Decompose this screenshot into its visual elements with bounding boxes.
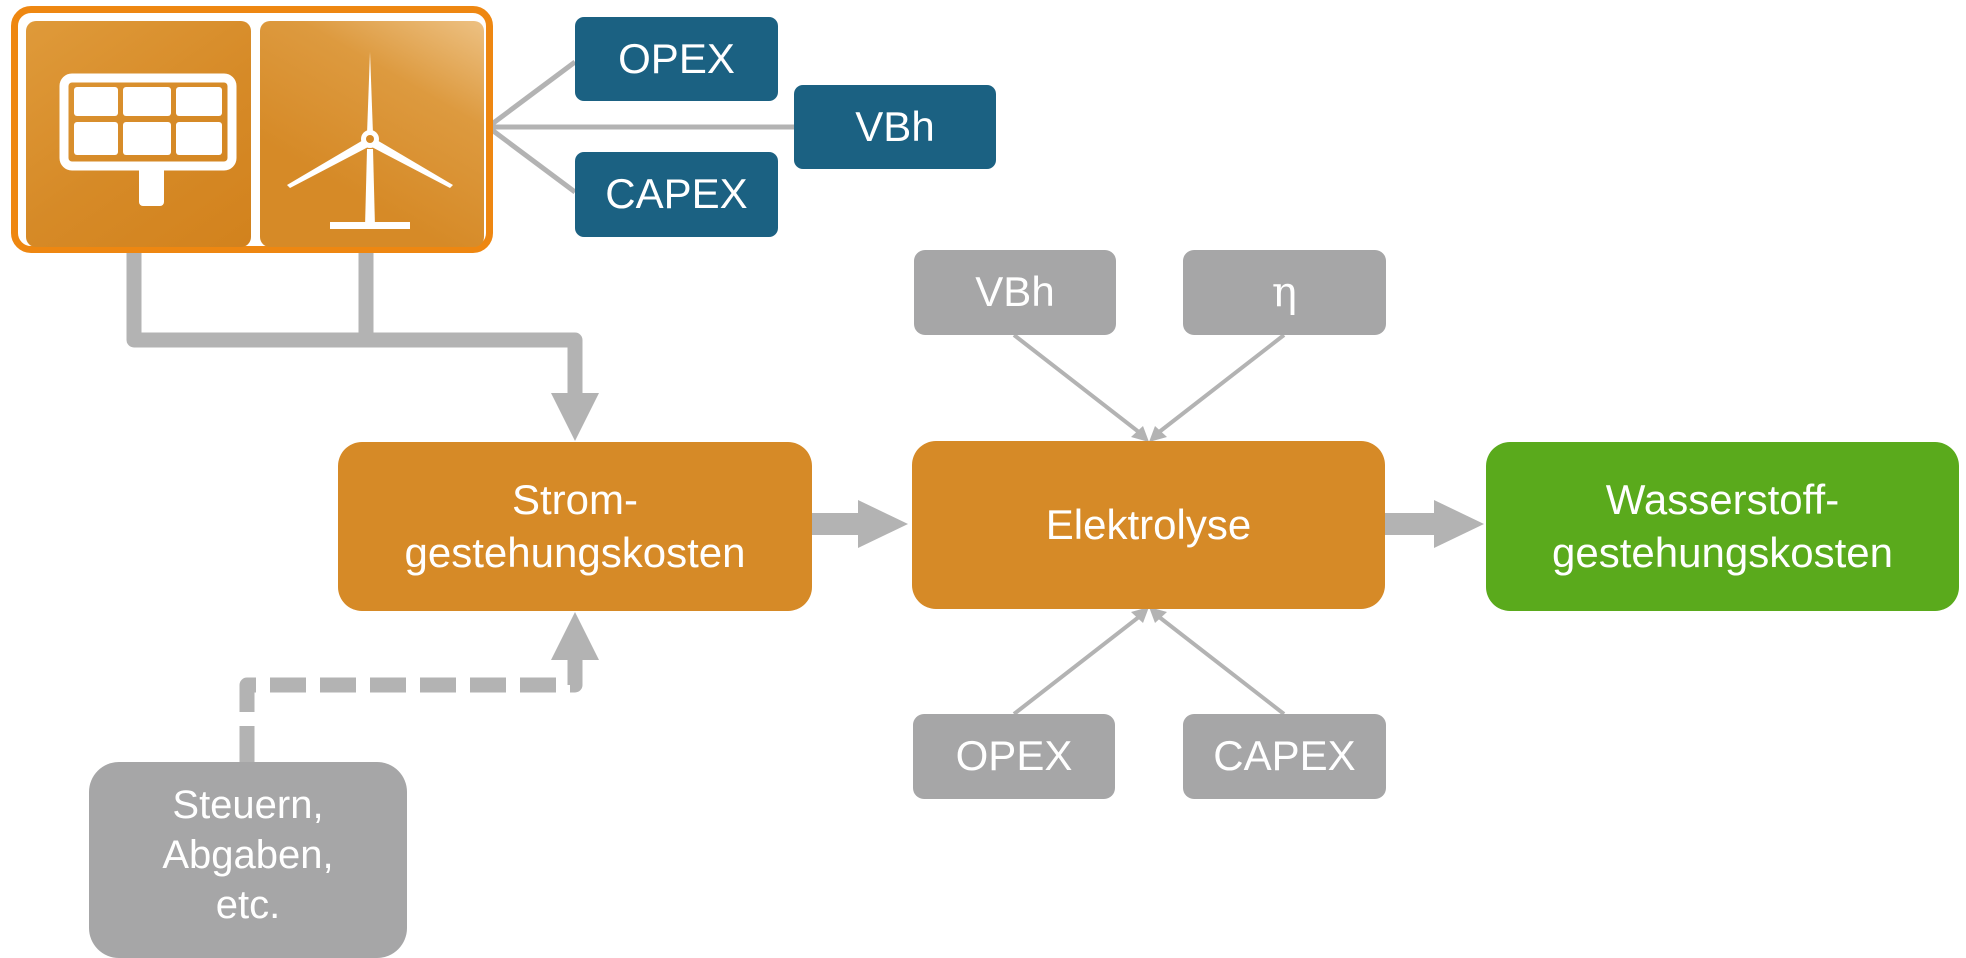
hydrogen-cost-label: Wasserstoff- gestehungskosten: [1552, 476, 1893, 576]
solar-tile: [26, 21, 251, 247]
taxes-box: Steuern, Abgaben, etc.: [89, 762, 407, 958]
vbh-electrolysis-label: VBh: [975, 268, 1055, 316]
opex-electrolysis-box: OPEX: [913, 714, 1115, 799]
solar-panel-icon: [59, 73, 237, 206]
taxes-dashed-connector: [239, 660, 583, 762]
capex-source-box: CAPEX: [575, 152, 778, 237]
capex-electrolysis-box: CAPEX: [1183, 714, 1386, 799]
arrow-taxes-to-electricity-cost: [551, 612, 599, 660]
electrolysis-label: Elektrolyse: [1045, 500, 1252, 548]
vbh-source-label: VBh: [855, 102, 935, 150]
hydrogen-cost-box: Wasserstoff- gestehungskosten: [1486, 442, 1959, 611]
eta-electrolysis-box: η: [1183, 250, 1386, 335]
wind-turbine-icon: [287, 52, 453, 229]
electrolysis-param-arrowheads: [1131, 426, 1167, 623]
arrow-to-electricity-cost: [551, 393, 599, 441]
arrow-to-electrolysis: [858, 500, 908, 548]
connector-capex: [486, 124, 577, 195]
electricity-cost-label: Strom- gestehungskosten: [404, 476, 746, 576]
source-output-connector: [126, 245, 583, 395]
electrolysis-box: Elektrolyse: [912, 441, 1385, 609]
wind-tile: [260, 21, 484, 247]
energy-sources-frame: [11, 6, 493, 253]
source-param-connectors: [486, 59, 795, 195]
opex-source-box: OPEX: [575, 17, 778, 101]
capex-source-label: CAPEX: [605, 170, 748, 218]
opex-source-label: OPEX: [618, 34, 735, 82]
capex-electrolysis-label: CAPEX: [1213, 732, 1356, 780]
connector-opex: [486, 59, 577, 130]
taxes-label: Steuern, Abgaben, etc.: [162, 783, 334, 927]
vbh-electrolysis-box: VBh: [914, 250, 1116, 335]
vbh-source-box: VBh: [794, 85, 996, 169]
electrolysis-param-connectors: [1012, 333, 1286, 716]
arrow-to-hydrogen-cost: [1434, 500, 1484, 548]
electricity-cost-box: Strom- gestehungskosten: [338, 442, 812, 611]
opex-electrolysis-label: OPEX: [955, 732, 1073, 780]
eta-electrolysis-label: η: [1271, 267, 1298, 317]
